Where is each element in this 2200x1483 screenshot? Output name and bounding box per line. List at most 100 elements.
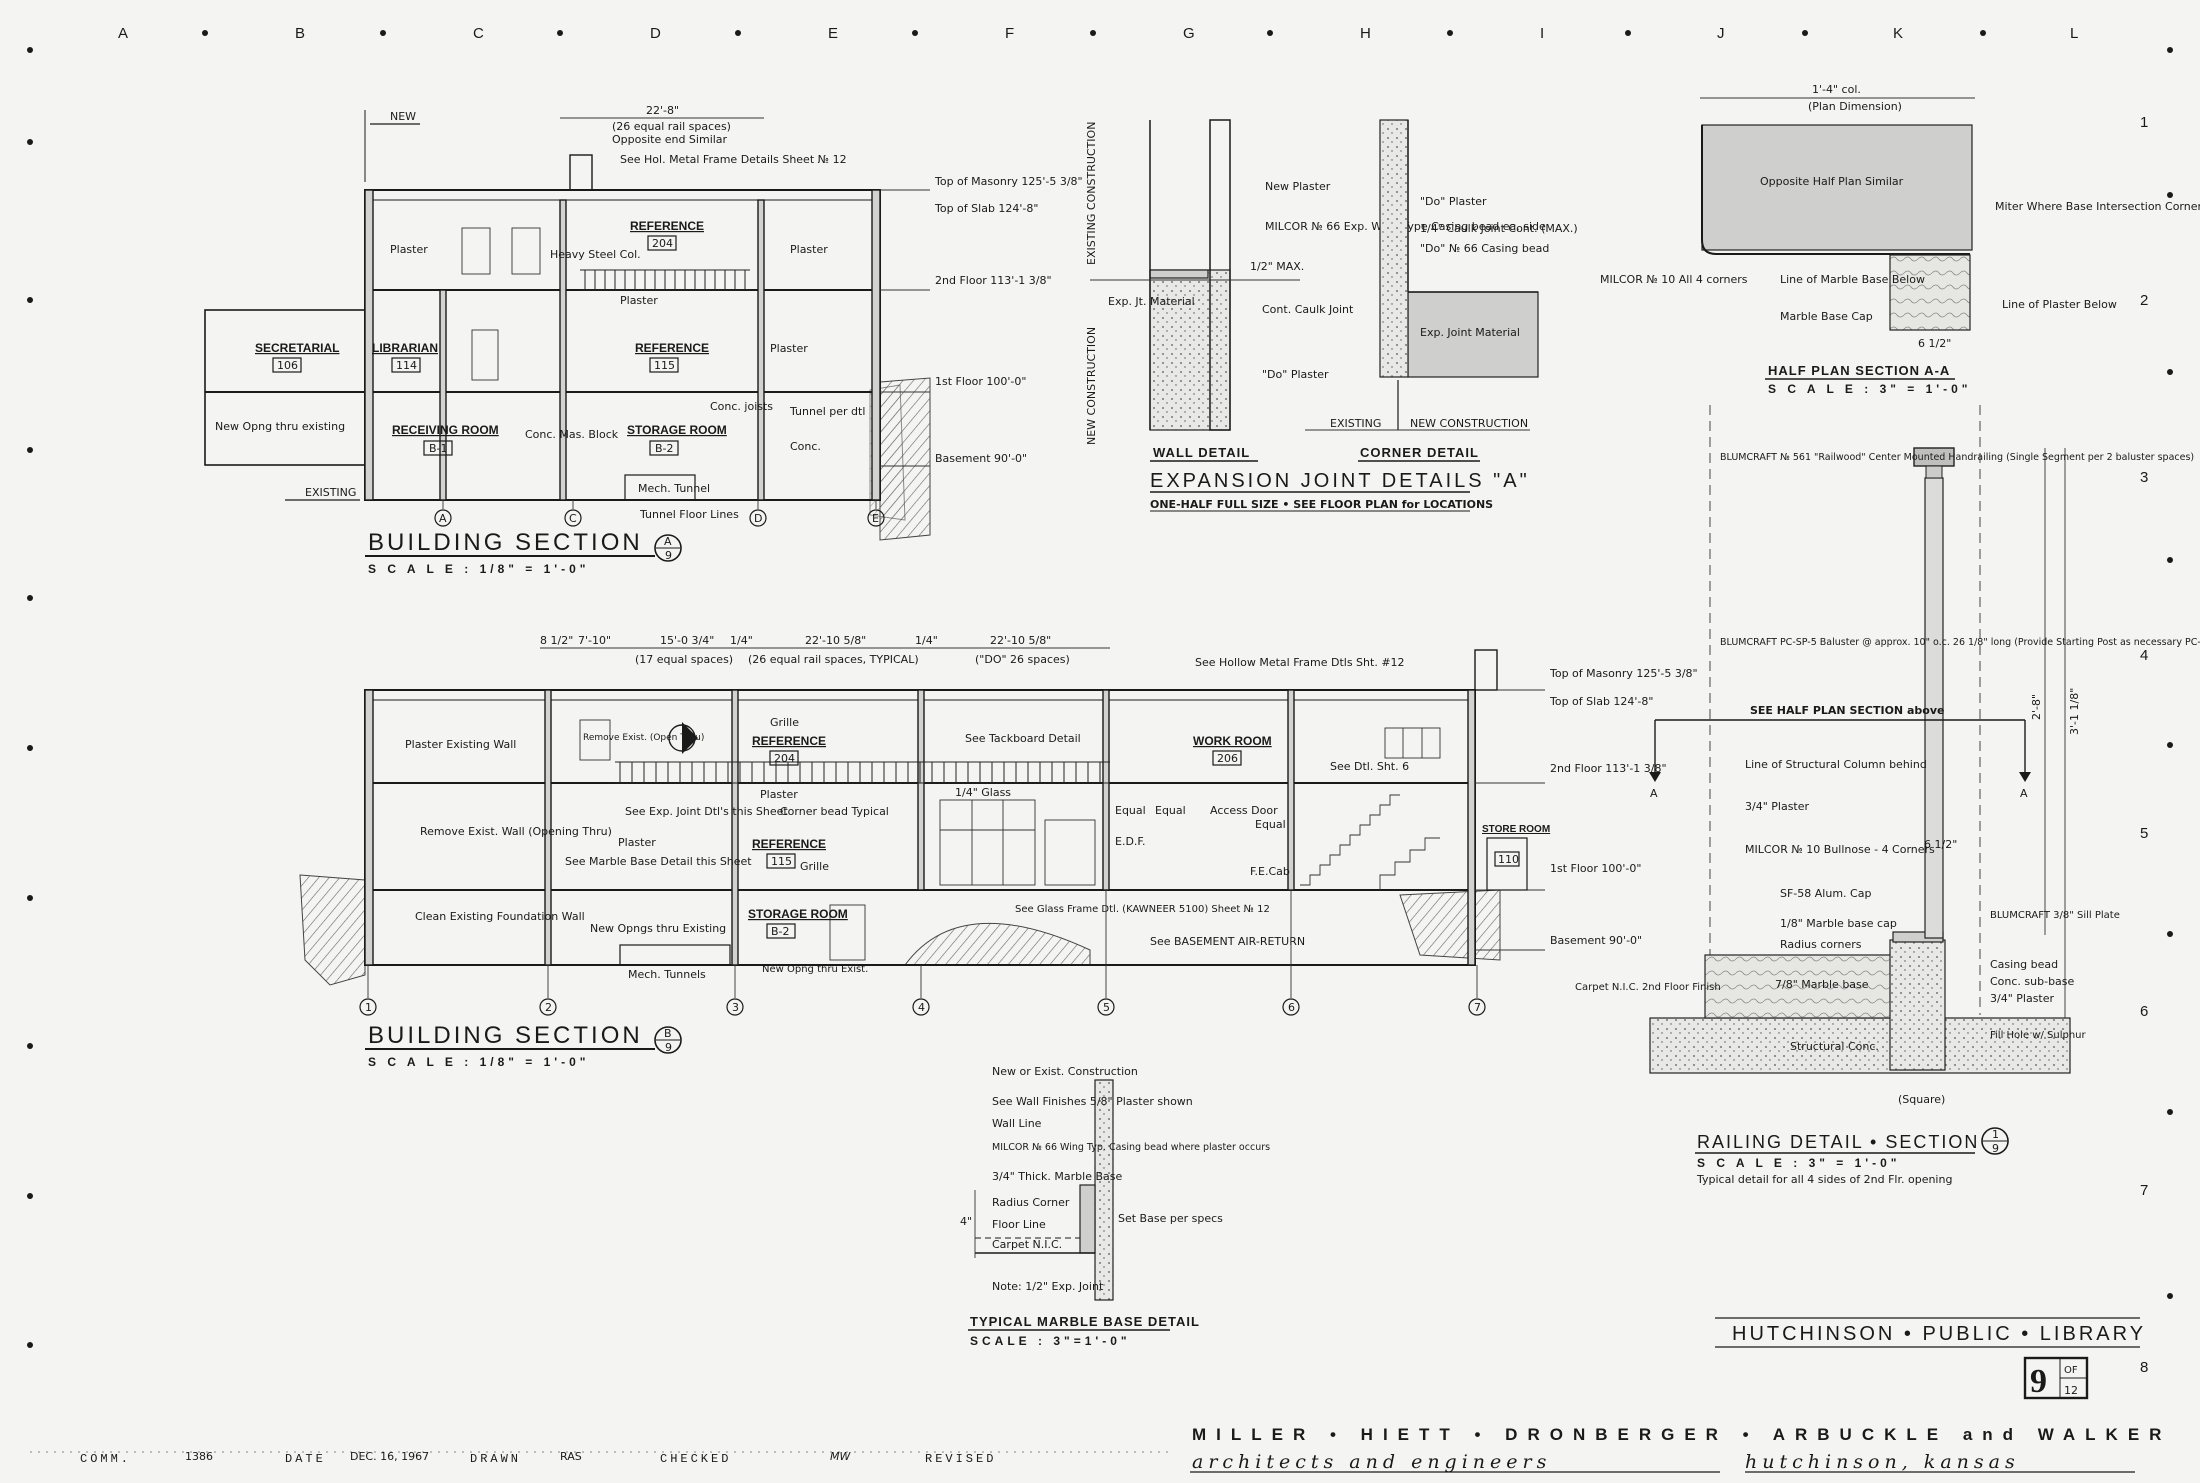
note-exp-joint-material: Exp. Joint Material — [1420, 326, 1520, 339]
note-milcor: MILCOR № 10 Bullnose - 4 Corners — [1745, 843, 1935, 856]
comm-label: COMM. — [80, 1452, 131, 1466]
note-do-casing: "Do" № 66 Casing bead — [1420, 242, 1549, 255]
note-conc-mas-block: Conc. Mas. Block — [525, 428, 619, 441]
room-reference-115-label: REFERENCE — [752, 837, 826, 851]
room-number: 110 — [1498, 853, 1519, 866]
structural-concrete — [1649, 1017, 2071, 1074]
balcony-railing-a — [580, 269, 750, 291]
note-fe-cab: F.E.Cab — [1250, 865, 1290, 878]
room-number: B-2 — [771, 925, 790, 938]
note-new-construction: NEW CONSTRUCTION — [1410, 417, 1528, 430]
expansion-subtitle: ONE-HALF FULL SIZE • SEE FLOOR PLAN for … — [1150, 498, 1493, 511]
half-plan-dim-small: 6 1/2" — [1918, 337, 1951, 350]
half-plan-fill — [1701, 124, 1973, 251]
note-grille: Grille — [770, 716, 799, 729]
roof-parapet — [1474, 649, 1498, 691]
note-new-exist: New or Exist. Construction — [992, 1065, 1138, 1078]
balcony-railing-b — [615, 761, 1110, 784]
grid-col-label: E — [828, 25, 839, 42]
elev-basement: Basement 90'-0" — [1550, 934, 1642, 947]
note-radius: Radius corners — [1780, 938, 1862, 951]
dim-b: 7'-10" — [578, 634, 611, 647]
firm-name: MILLER • HIETT • DRONBERGER • ARBUCKLE a… — [1192, 1425, 2171, 1444]
note-basement-air: See BASEMENT AIR-RETURN — [1150, 935, 1305, 948]
column-section — [1889, 254, 1971, 331]
note-plaster: Plaster — [618, 836, 656, 849]
note-marble-cap: 1/8" Marble base cap — [1780, 917, 1897, 930]
new-construction-label: NEW CONSTRUCTION — [1085, 327, 1098, 445]
building-section-a: 22'-8" (26 equal rail spaces) Opposite e… — [204, 104, 1083, 576]
room-storage-label: STORAGE ROOM — [748, 907, 848, 921]
column — [364, 689, 374, 966]
dim-b: 8 1/2" — [540, 634, 573, 647]
note-edf: E.D.F. — [1115, 835, 1145, 848]
dim-b: 1/4" — [915, 634, 938, 647]
axis-label: A — [439, 512, 447, 525]
column — [1287, 689, 1295, 891]
note-plaster: Plaster — [390, 243, 428, 256]
room-librarian-label: LIBRARIAN — [372, 341, 438, 355]
grid-col-label: H — [1360, 25, 1372, 42]
note-access-door: Access Door — [1210, 804, 1278, 817]
grid-row-label: 2 — [2140, 292, 2149, 309]
note-caulk-joint: 1/4" Caulk Joint Cont. (MAX.) — [1420, 222, 1578, 235]
note-max: 1/2" MAX. — [1250, 260, 1304, 273]
concrete-sub-base — [1889, 939, 1946, 1071]
stair — [1300, 794, 1400, 886]
note-see-half-plan: SEE HALF PLAN SECTION above — [1750, 704, 1944, 717]
axis-bubbles-a: A C D E — [434, 500, 885, 527]
door-panel — [471, 329, 499, 381]
date-label: DATE — [285, 1452, 326, 1466]
room-number: 204 — [652, 237, 673, 250]
note-plaster: Plaster — [790, 243, 828, 256]
axis-label: 4 — [918, 1001, 925, 1014]
new-wall — [1209, 119, 1231, 431]
column — [917, 689, 925, 891]
railing-detail: A A SEE HALF PLAN SECTION above 3'-1 1/8… — [1575, 405, 2200, 1186]
axis-label: 2 — [545, 1001, 552, 1014]
expansion-joint-details: EXISTING CONSTRUCTION NEW CONSTRUCTION N… — [1085, 119, 1578, 512]
note-plaster-existing: Plaster Existing Wall — [405, 738, 516, 751]
note-new-opng-thru: New Opng thru Exist. — [762, 964, 868, 975]
half-plan-scale: S C A L E : 3" = 1'-0" — [1768, 382, 1972, 396]
room-receiving-label: RECEIVING ROOM — [392, 423, 499, 437]
railing-scale: S C A L E : 3" = 1'-0" — [1697, 1156, 1901, 1170]
half-plan-section: 1'-4" col. (Plan Dimension) Opposite Hal… — [1600, 83, 2200, 396]
door-panel — [829, 904, 866, 961]
elev-top-masonry: Top of Masonry 125'-5 3/8" — [1549, 667, 1698, 680]
section-tag-num: 1 — [1992, 1128, 1999, 1141]
note-blumcraft-sill: BLUMCRAFT 3/8" Sill Plate — [1990, 910, 2120, 921]
marble-base — [1704, 954, 1896, 1019]
note-wall-line: Wall Line — [992, 1117, 1042, 1130]
axis-label: 1 — [365, 1001, 372, 1014]
section-tag-b — [654, 1026, 682, 1054]
store-room-box — [1486, 837, 1528, 891]
window — [1384, 727, 1441, 759]
room-number: 115 — [654, 359, 675, 372]
note-remove-wall: Remove Exist. Wall (Opening Thru) — [420, 825, 612, 838]
existing-construction-label: EXISTING CONSTRUCTION — [1085, 122, 1098, 265]
dim-note-b: (26 equal rail spaces, TYPICAL) — [748, 653, 919, 666]
grid-col-label: B — [295, 25, 306, 42]
note-do-plaster: "Do" Plaster — [1262, 368, 1329, 381]
room-reference-115-label: REFERENCE — [635, 341, 709, 355]
dim-note-b: ("DO" 26 spaces) — [975, 653, 1070, 666]
note-do-plaster: "Do" Plaster — [1420, 195, 1487, 208]
section-marker-arrow — [682, 722, 698, 754]
note-plaster: Plaster — [770, 342, 808, 355]
door-panel — [579, 719, 611, 761]
railing-square: (Square) — [1898, 1093, 1945, 1106]
note-set-base: Set Base per specs — [1118, 1212, 1223, 1225]
railing-dim-tall: 2'-8" — [2030, 694, 2043, 720]
axis-label: D — [754, 512, 762, 525]
axis-label: 3 — [732, 1001, 739, 1014]
firm-location: hutchinson, kansas — [1745, 1451, 2020, 1473]
library-name: HUTCHINSON • PUBLIC • LIBRARY — [1732, 1323, 2146, 1345]
grid-row-label: 3 — [2140, 469, 2149, 486]
section-tag-a — [654, 534, 682, 562]
building-section-b: 8 1/2" 7'-10" 15'-0 3/4" 1/4" 22'-10 5/8… — [299, 634, 1698, 1069]
marble-base-detail: 4" New or Exist. Construction See Wall F… — [960, 1065, 1270, 1348]
checked-label: CHECKED — [660, 1452, 731, 1466]
note-thick: 3/4" Thick. Marble Base — [992, 1170, 1122, 1183]
corner-wall — [1379, 119, 1409, 378]
